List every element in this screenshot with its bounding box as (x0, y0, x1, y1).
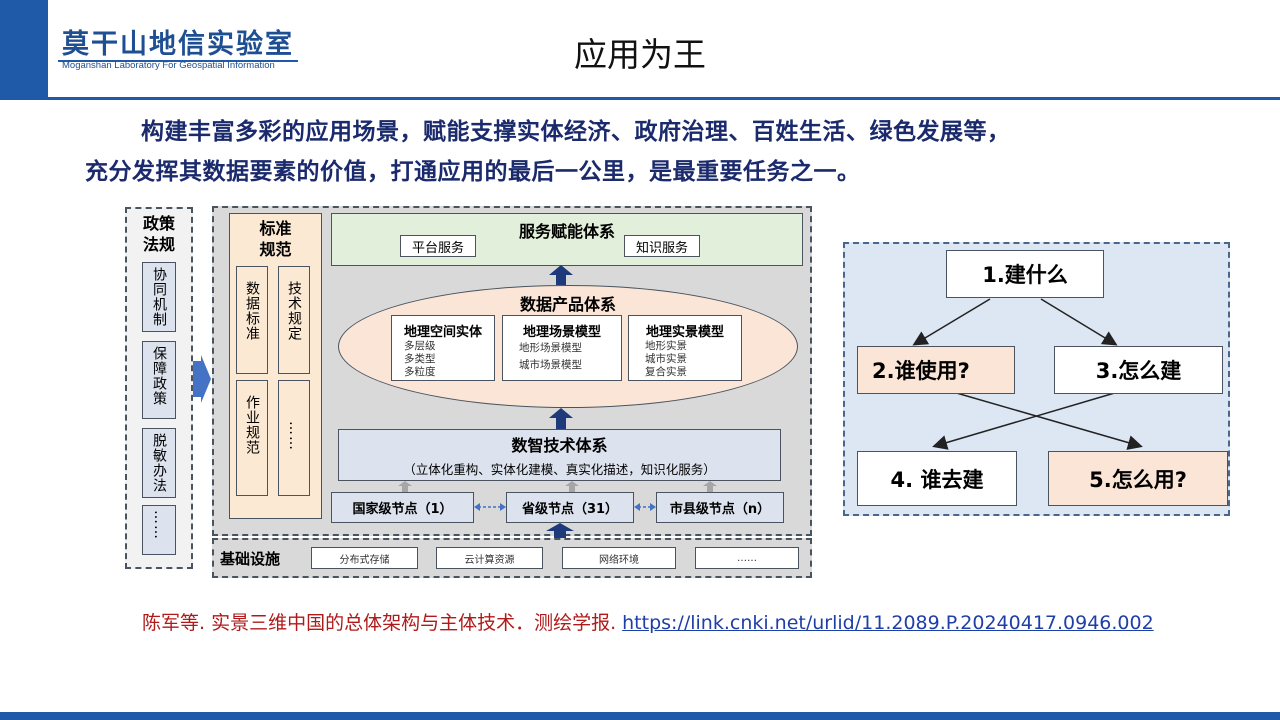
product-item: 地形场景模型 (519, 342, 582, 354)
intro-line-1: 构建丰富多彩的应用场景，赋能支撑实体经济、政府治理、百姓生活、绿色发展等， (141, 119, 1011, 145)
product-group-items: 地形实景 城市实景 复合实景 (629, 340, 741, 379)
double-arrow-icon (474, 503, 506, 511)
infrastructure-title: 基础设施 (220, 550, 281, 568)
product-item: 复合实景 (645, 366, 687, 378)
standards-item: 作业规范 (236, 380, 268, 496)
up-arrow-icon (546, 523, 574, 538)
product-group-items: 多层级 多类型 多粒度 (392, 340, 494, 379)
question-who-builds: 4. 谁去建 (857, 451, 1017, 506)
standards-item: 技术规定 (278, 266, 310, 374)
policy-title: 政策 法规 (125, 213, 193, 255)
infrastructure-chip: 云计算资源 (436, 547, 543, 569)
tech-layer (338, 429, 781, 481)
policy-title-line-1: 政策 (142, 214, 175, 233)
tech-title: 数智技术体系 (511, 436, 608, 455)
standards-item-label: 技术规定 (286, 281, 302, 341)
up-arrow-icon (549, 408, 573, 429)
up-arrow-icon (565, 481, 579, 492)
product-item: 多类型 (404, 353, 436, 365)
product-item: 多粒度 (404, 366, 436, 378)
product-item: 多层级 (404, 340, 436, 352)
logo-underline (58, 60, 298, 62)
policy-item: …… (142, 505, 176, 555)
policy-title-line-2: 法规 (142, 235, 175, 254)
product-item: 城市场景模型 (519, 359, 582, 371)
standards-item-label: …… (286, 421, 302, 451)
header-accent-bar (0, 0, 48, 100)
product-group: 地理实景模型 地形实景 城市实景 复合实景 (628, 315, 742, 381)
product-group-title: 地理空间实体 (403, 325, 482, 340)
product-group: 地理空间实体 多层级 多类型 多粒度 (391, 315, 495, 381)
policy-item-label: 脱敏办法 (151, 433, 167, 493)
data-product-title: 数据产品体系 (519, 295, 616, 314)
node-provincial: 省级节点（31） (506, 492, 634, 523)
product-group-title: 地理场景模型 (522, 325, 601, 340)
node-city-county: 市县级节点（n） (656, 492, 784, 523)
service-chip: 知识服务 (624, 235, 700, 257)
standards-item-label: 作业规范 (244, 395, 260, 455)
standards-title-line-1: 标准 (259, 219, 292, 238)
header-divider (48, 97, 1280, 100)
product-group-title: 地理实景模型 (645, 325, 724, 340)
standards-item: …… (278, 380, 310, 496)
service-chip: 平台服务 (400, 235, 476, 257)
infrastructure-chip: 网络环境 (562, 547, 676, 569)
infrastructure-chip: 分布式存储 (311, 547, 418, 569)
question-how-to-use: 5.怎么用? (1048, 451, 1228, 506)
policy-item: 协同机制 (142, 262, 176, 332)
question-flow-arrows (912, 298, 1143, 450)
question-how-to-build: 3.怎么建 (1054, 346, 1223, 394)
tech-subtitle: （立体化重构、实体化建模、真实化描述，知识化服务） (403, 462, 716, 477)
footer-bar (0, 712, 1280, 720)
citation: 陈军等. 实景三维中国的总体架构与主体技术．测绘学报.https://link.… (142, 608, 1154, 635)
product-item: 地形实景 (645, 340, 687, 352)
policy-item-label: 协同机制 (151, 267, 167, 327)
citation-text: 陈军等. 实景三维中国的总体架构与主体技术．测绘学报. (142, 612, 617, 634)
logo-english: Moganshan Laboratory For Geospatial Info… (62, 60, 275, 71)
infrastructure-chip: …… (695, 547, 799, 569)
question-what-to-build: 1.建什么 (946, 250, 1104, 298)
standards-title: 标准 规范 (229, 218, 322, 260)
product-group-items: 地形场景模型 城市场景模型 (503, 340, 621, 374)
slide-title: 应用为王 (574, 35, 706, 74)
logo-chinese: 莫干山地信实验室 (62, 29, 294, 60)
product-group: 地理场景模型 地形场景模型 城市场景模型 (502, 315, 622, 381)
standards-item: 数据标准 (236, 266, 268, 374)
policy-item-label: …… (151, 510, 167, 540)
policy-item: 脱敏办法 (142, 428, 176, 498)
node-national: 国家级节点（1） (331, 492, 474, 523)
up-arrow-icon (398, 481, 412, 492)
intro-line-2: 充分发挥其数据要素的价值，打通应用的最后一公里，是最重要任务之一。 (85, 159, 861, 185)
citation-link[interactable]: https://link.cnki.net/urlid/11.2089.P.20… (622, 612, 1154, 634)
product-item: 城市实景 (645, 353, 687, 365)
up-arrow-icon (549, 265, 573, 285)
right-arrow-icon (193, 355, 211, 403)
standards-title-line-2: 规范 (259, 240, 292, 259)
policy-item-label: 保障政策 (151, 346, 167, 406)
standards-item-label: 数据标准 (244, 281, 260, 341)
question-who-uses: 2.谁使用? (857, 346, 1015, 394)
up-arrow-icon (703, 481, 717, 492)
double-arrow-icon (634, 503, 656, 511)
service-title: 服务赋能体系 (518, 222, 615, 241)
policy-item: 保障政策 (142, 341, 176, 419)
